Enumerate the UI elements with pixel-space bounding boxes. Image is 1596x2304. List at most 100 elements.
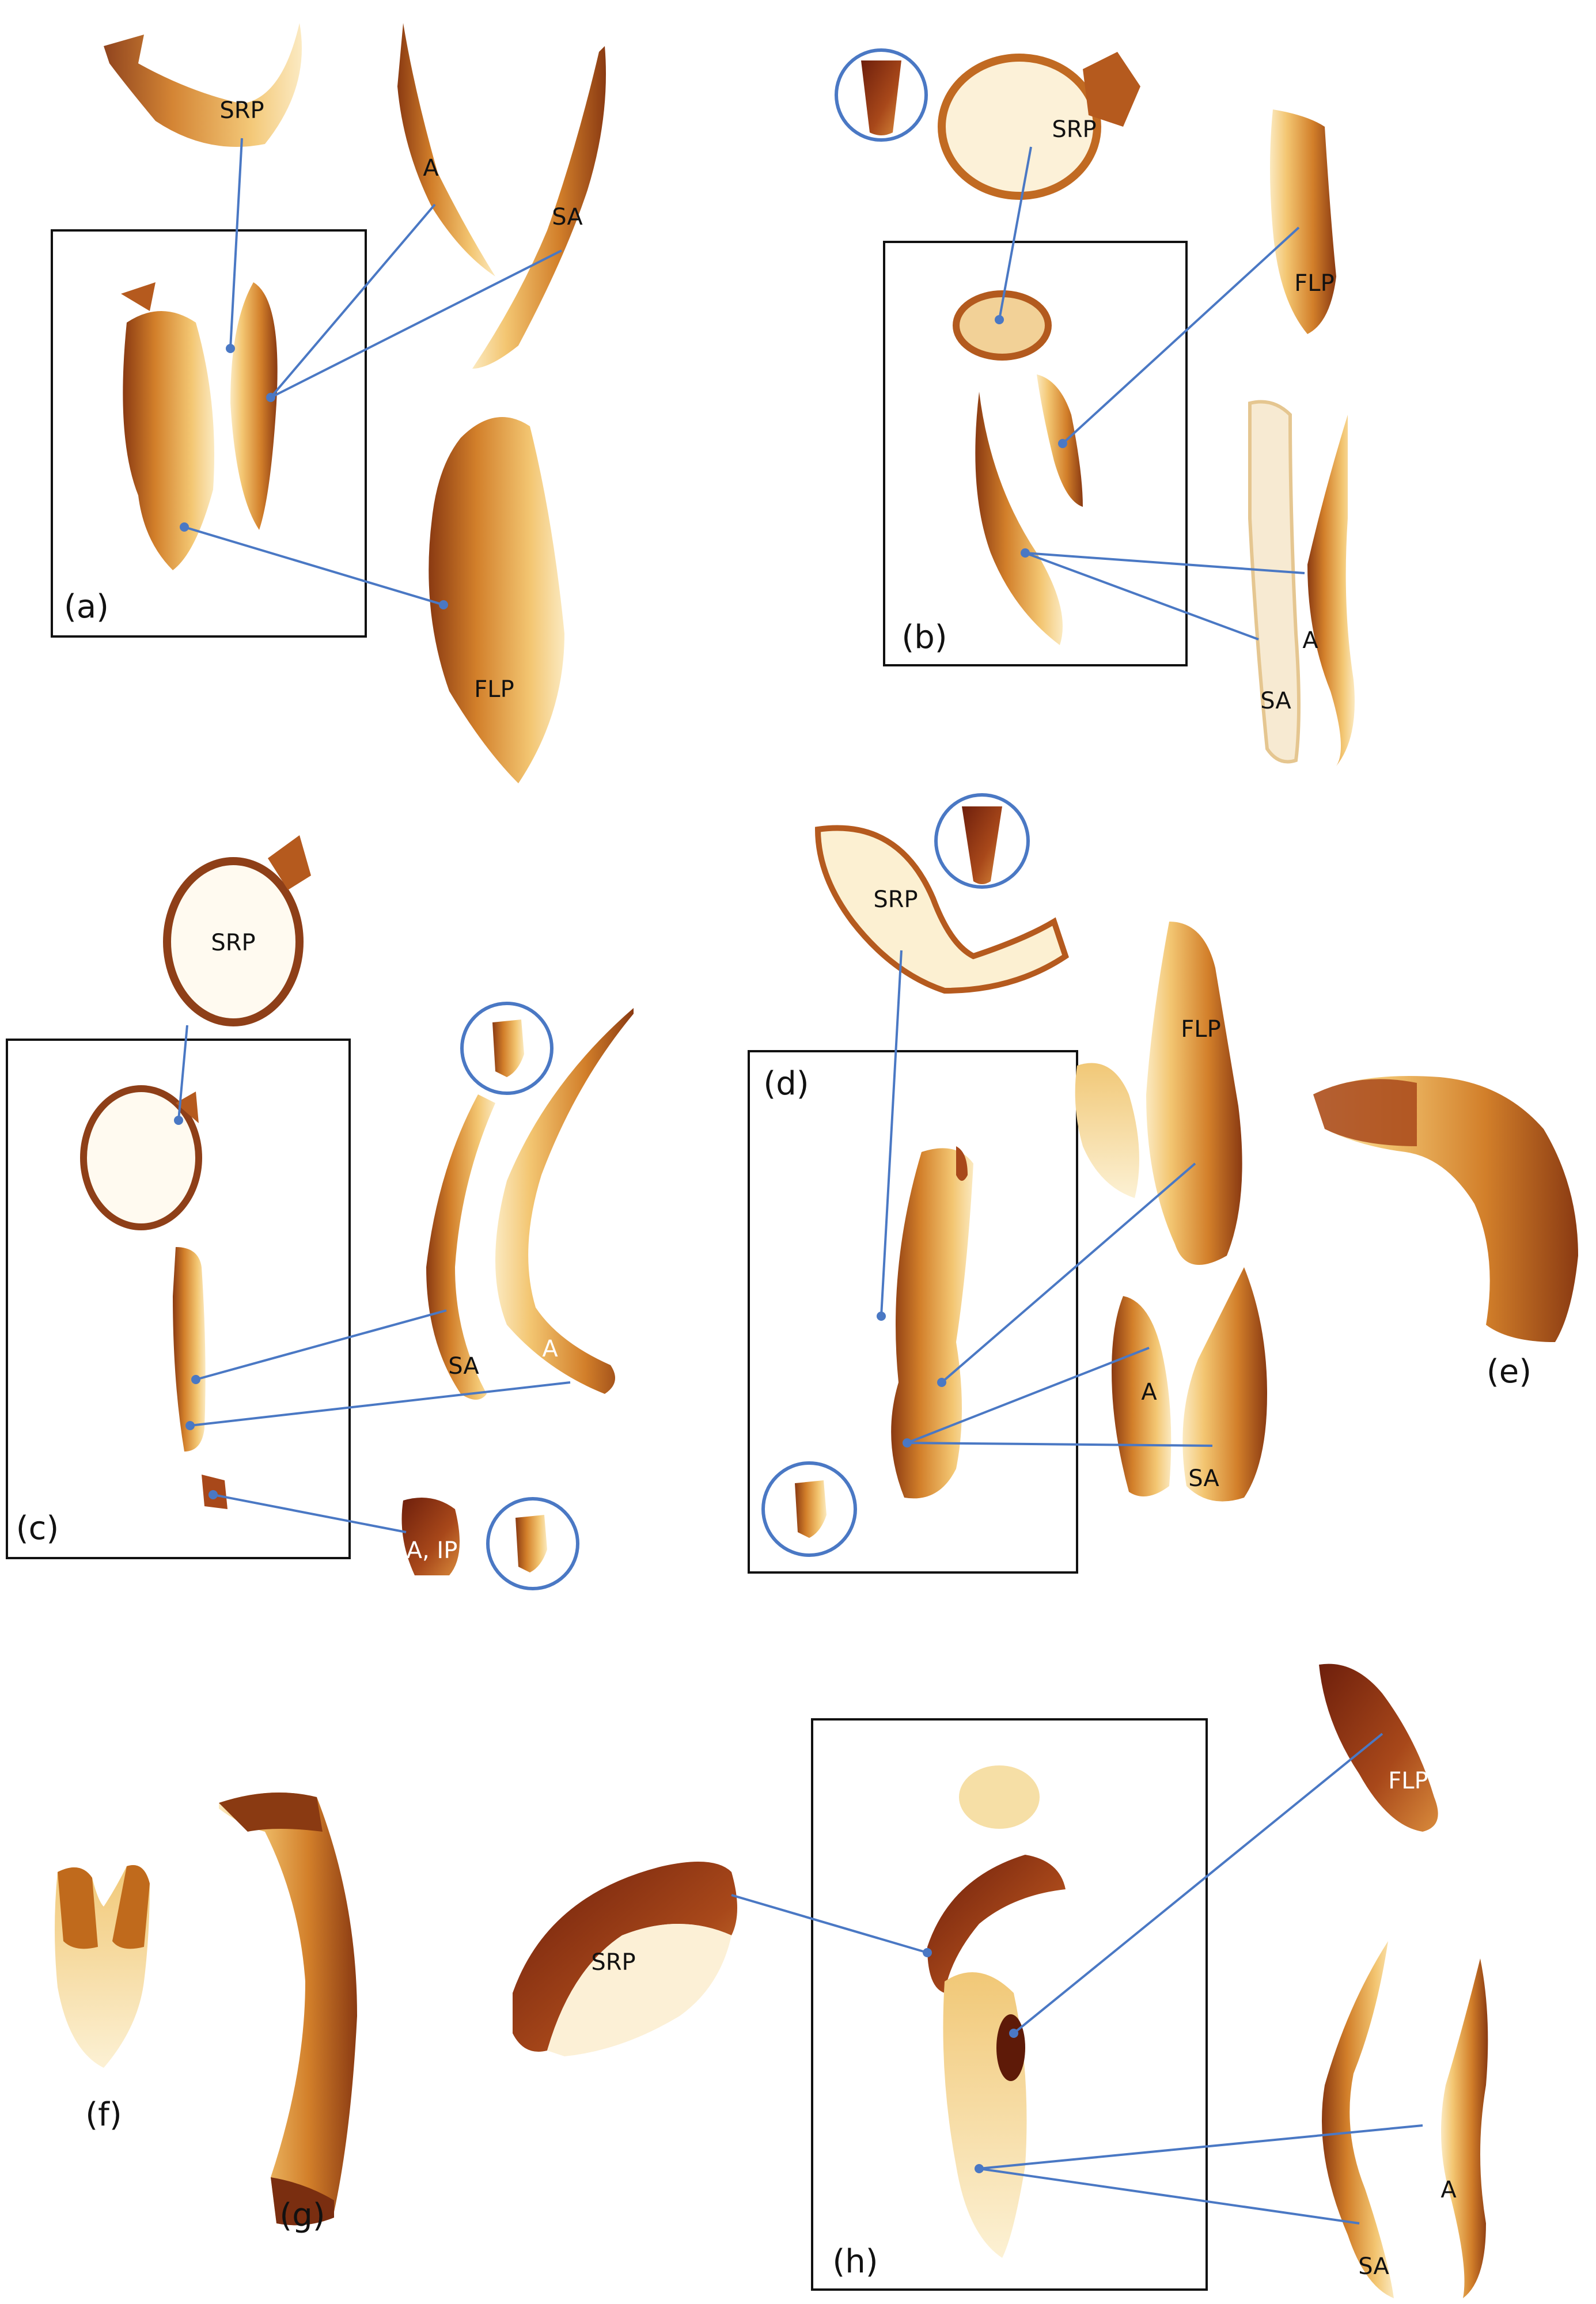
panel-d: SRP FLP A SA (d) [748,793,1267,1574]
leader-dot [877,1312,886,1321]
panel-label-e: (e) [1487,1353,1531,1390]
srp-h-membrane [547,1924,731,2056]
inset-circle-c2 [486,1497,579,1590]
srp-sclerite-a [104,23,302,147]
label-sa: SA [448,1353,479,1380]
leader-sa-d [907,1442,1213,1447]
leader-srp-h [731,1894,928,1954]
panel-label-f: (f) [85,2096,122,2134]
inset-circle-c1 [460,1002,554,1095]
label-a-ip: A, IP [407,1537,458,1564]
inset-specimen-h [943,1972,1027,2258]
leader-dot [439,600,448,609]
inset-specimen-a-right [230,282,278,530]
inset-srp-b [953,290,1052,361]
flp-side-d [1075,1063,1139,1198]
inset-circle-b [835,48,928,142]
circle-specimen-b [861,60,901,135]
a-ip-small-c [401,1498,460,1575]
label-flp: FLP [1388,1768,1428,1794]
inset-hook-c [176,1092,199,1123]
inset-tip-d [956,1146,968,1181]
leader-dot [1009,2029,1018,2038]
leader-dot [903,1438,912,1447]
panel-h: SRP FLP A SA (h) [513,1663,1488,2298]
label-sa: SA [1358,2253,1389,2280]
leader-dot [208,1490,218,1499]
sclerite-g-base [271,2177,334,2226]
inset-flp-h [996,2014,1025,2081]
circle-specimen-c1 [492,1020,524,1077]
inset-circle-d1 [934,793,1030,889]
flp-sclerite-b [1270,109,1336,334]
panel-c: SRP SA A A, IP (c) [6,835,634,1590]
aedeagus-sclerite-a [397,23,495,276]
leader-dot [1021,548,1030,558]
label-a: A [423,155,439,181]
inset-srp-c [80,1085,202,1230]
leader-dot [226,344,235,353]
leader-flp-a [184,526,444,606]
panel-a: SRP A SA FLP (a) [51,23,606,783]
sa-sclerite-c [426,1094,495,1400]
leader-srp-a [229,138,243,349]
flp-sclerite-d [1146,922,1242,1265]
inset-specimen-a [123,311,214,570]
panel-f: (f) [55,1865,150,2134]
aedeagus-sclerite-h [1441,1958,1488,2298]
srp-sclerite-b [938,54,1101,200]
leader-a-a [270,203,436,399]
leader-dot [180,522,189,532]
leader-a-h [979,2124,1423,2170]
circle-specimen-d1 [962,806,1002,884]
label-flp: FLP [1181,1016,1220,1043]
inset-frame-b [883,241,1188,666]
sa-sclerite-h [1322,1941,1394,2298]
leader-a-b [1025,552,1305,574]
label-sa: SA [1188,1465,1219,1492]
leader-dot [174,1116,183,1125]
sclerite-f-upper [58,1867,98,1949]
panel-b: SRP FLP A SA (b) [835,48,1355,766]
srp-sclerite-h [513,1862,737,2052]
sa-sclerite-b [1248,400,1301,764]
inset-specimen-c [173,1247,206,1452]
label-flp: FLP [474,676,514,703]
panel-label-h: (h) [832,2243,878,2280]
leader-dot [266,393,275,402]
sclerite-f-upper-r [112,1865,150,1949]
srp-sclerite-c-hook [268,835,311,890]
sa-sclerite-d [1182,1267,1267,1502]
leader-sa-b [1025,552,1259,641]
panel-label-c: (c) [16,1510,59,1547]
leader-sa-a [270,249,562,399]
sclerite-g-head [219,1793,323,1832]
inset-specimen-b [975,392,1063,645]
label-a: A [1302,627,1318,654]
inset-blob-h [959,1765,1040,1829]
inset-specimen-a-hook [121,282,156,311]
leader-dot [975,2164,984,2173]
panel-e: (e) [1313,1076,1578,1390]
label-flp: FLP [1294,270,1334,297]
sa-sclerite-a [472,46,606,369]
label-srp: SRP [1052,116,1096,143]
label-srp: SRP [591,1949,635,1976]
leader-aip-c [213,1494,407,1533]
inset-frame-d [748,1050,1078,1574]
label-sa: SA [552,204,583,230]
leader-dot [995,315,1004,324]
label-sa: SA [1260,688,1291,714]
label-a: A [1440,2177,1457,2203]
leader-dot [937,1378,946,1387]
leader-dot [1058,439,1067,448]
inset-specimen-d [891,1148,973,1499]
panel-label-d: (d) [763,1065,809,1102]
leader-dot [185,1421,195,1430]
leader-srp-c [177,1025,188,1121]
inset-circle-d2 [761,1461,857,1557]
leader-a-c [189,1381,571,1427]
flp-sclerite-h [1319,1663,1438,1832]
panel-label-a: (a) [64,588,109,626]
